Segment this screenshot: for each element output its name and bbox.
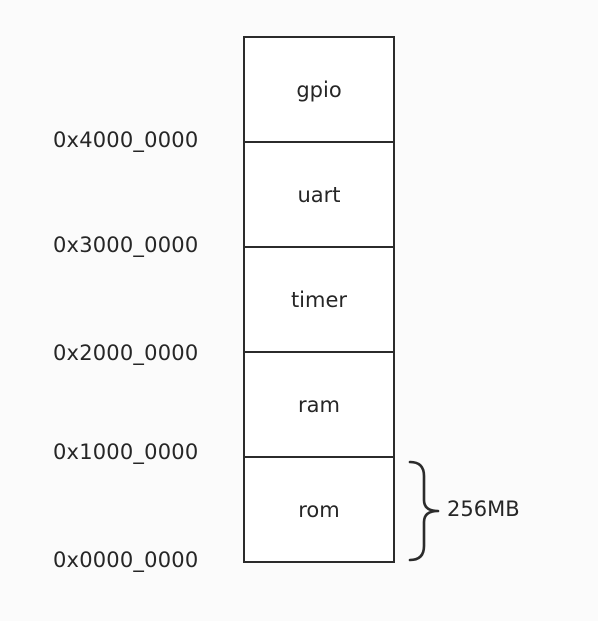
region-gpio: gpio	[243, 36, 395, 143]
address-label: 0x0000_0000	[53, 548, 199, 572]
address-label: 0x1000_0000	[53, 440, 199, 464]
region-label-uart: uart	[297, 182, 341, 207]
address-label: 0x3000_0000	[53, 233, 199, 257]
memory-map: gpio uart timer ram rom	[243, 36, 395, 563]
region-rom: rom	[243, 456, 395, 563]
region-label-ram: ram	[298, 392, 340, 417]
rom-size-label: 256MB	[447, 497, 520, 521]
address-label: 0x2000_0000	[53, 341, 199, 365]
region-label-gpio: gpio	[296, 77, 342, 102]
region-uart: uart	[243, 141, 395, 248]
region-ram: ram	[243, 351, 395, 458]
curly-brace-icon	[408, 460, 440, 562]
region-timer: timer	[243, 246, 395, 353]
region-label-timer: timer	[290, 287, 348, 312]
address-label: 0x4000_0000	[53, 128, 199, 152]
region-label-rom: rom	[298, 497, 340, 522]
